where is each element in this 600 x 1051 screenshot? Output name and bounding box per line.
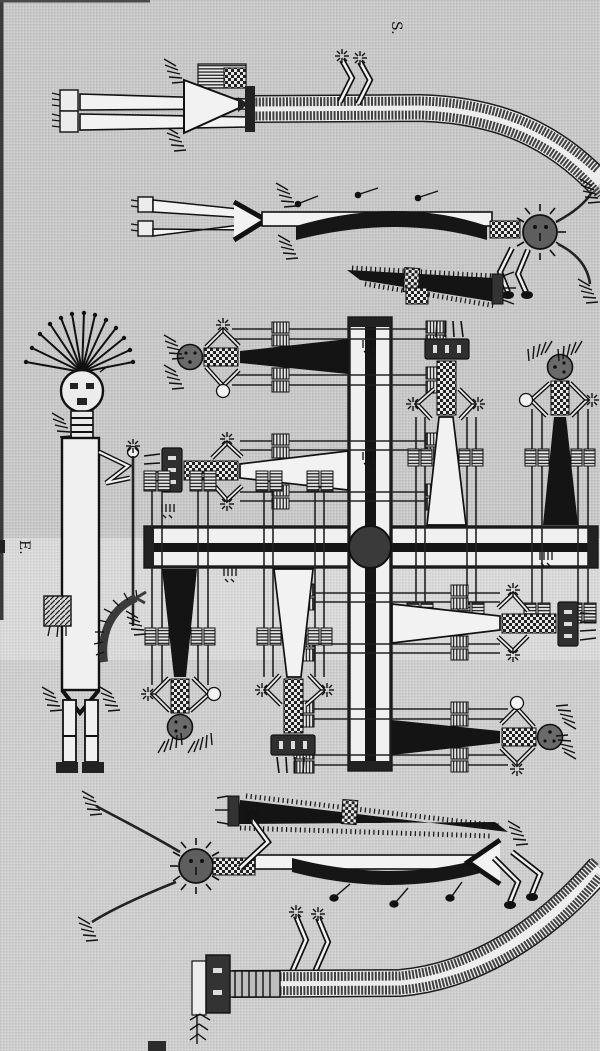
- edge-smudge: [148, 1041, 166, 1051]
- ladder-segment: [227, 970, 281, 998]
- guardian-figure-upper-left: [51, 58, 255, 152]
- label-south: S.: [388, 21, 404, 35]
- guardian-head-block: [205, 954, 231, 1014]
- tall-god-figure: [23, 310, 147, 773]
- guardian-band-upper: [251, 93, 600, 199]
- feathered-crescent: [93, 589, 147, 663]
- horn-lower: [557, 242, 592, 285]
- foot: [56, 762, 78, 773]
- long-snake-upper: [130, 178, 600, 304]
- v-tail: [463, 837, 502, 887]
- horn-lower: [91, 880, 177, 924]
- leg: [62, 699, 77, 763]
- edge-tick: [0, 540, 5, 553]
- guardian-plume: [189, 1013, 211, 1044]
- horn-upper: [95, 804, 181, 854]
- foot: [59, 110, 79, 133]
- small-darts: [294, 187, 439, 208]
- cross-center-disk: [348, 525, 392, 569]
- band-cap: [245, 86, 255, 132]
- foot: [59, 89, 79, 112]
- god-head: [59, 368, 105, 414]
- horn-upper: [555, 191, 594, 224]
- medicine-pouch: [43, 595, 72, 627]
- foot: [82, 762, 104, 773]
- lightning-figure-lower: [288, 904, 332, 976]
- long-body: [60, 436, 101, 692]
- lightning-figure-upper: [334, 48, 374, 106]
- long-snake-lower: [77, 790, 544, 942]
- black-feathered-dart-upper: [347, 265, 516, 309]
- leg: [84, 699, 99, 763]
- feather-fan-headdress: [25, 312, 134, 373]
- black-feathered-dart-lower: [215, 793, 508, 839]
- black-arc-body: [296, 211, 487, 240]
- plate-edge-top: [0, 0, 150, 3]
- plate-edge-left: [0, 0, 4, 620]
- label-east: E.: [16, 540, 32, 555]
- spiked-head: [170, 838, 220, 894]
- triangle-body: [183, 78, 251, 135]
- guardian-band-lower: [189, 856, 600, 1044]
- black-arc-body: [292, 858, 484, 885]
- central-cross: [143, 316, 599, 772]
- small-darts: [329, 881, 463, 908]
